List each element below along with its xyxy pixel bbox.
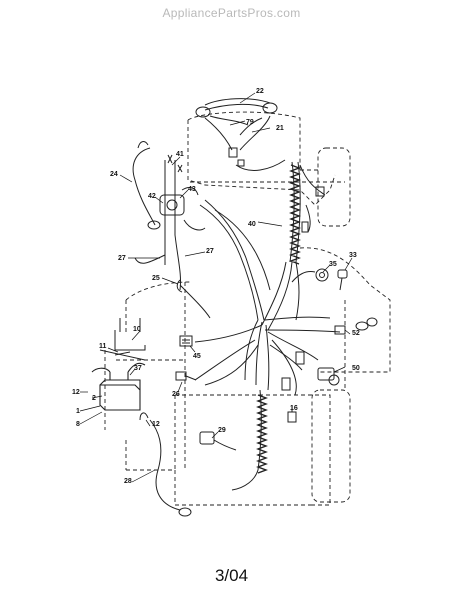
coiled-harness-upper [289,164,301,265]
main-harness [194,159,341,491]
callout-45: 45 [193,353,201,360]
ground-cable-25 [176,279,211,319]
callout-12-left: 12 [72,389,80,396]
callout-42: 42 [148,193,156,200]
headlight-harness [195,98,278,167]
callout-29: 29 [218,427,226,434]
callout-labels: 22 79 21 41 24 43 42 40 27 27 35 33 25 1… [72,88,360,485]
page-number: 3/04 [214,566,249,585]
connector-40-plug [301,186,325,233]
callout-21: 21 [276,125,284,132]
callout-33: 33 [349,252,357,259]
leader-lines [79,92,353,483]
callout-41: 41 [176,151,184,158]
callout-79: 79 [246,119,254,126]
callout-37: 37 [134,365,142,372]
connector-26 [175,371,197,381]
callout-27-right: 27 [206,248,214,255]
callout-40: 40 [248,221,256,228]
callout-26: 26 [172,391,180,398]
solenoid-assembly [134,154,206,291]
callout-43: 43 [188,186,196,193]
callout-35: 35 [329,261,337,268]
battery-holddown [99,318,146,361]
callout-12-right: 12 [152,421,160,428]
callout-28: 28 [124,478,132,485]
seat-switch-plug [281,351,305,391]
tractor-outline [104,111,391,506]
switch-29 [199,431,237,451]
callout-2: 2 [92,395,96,402]
callout-22: 22 [256,88,264,95]
watermark: AppliancePartsPros.com [162,6,301,20]
callout-11: 11 [99,343,107,350]
ignition-switch-35 [291,268,329,283]
battery-cable-28 [139,412,192,517]
coiled-harness-lower [256,394,268,474]
callout-52: 52 [352,330,360,337]
callout-10: 10 [133,326,141,333]
switch-50 [317,367,340,386]
callout-1: 1 [76,408,80,415]
callout-25: 25 [152,275,160,282]
connector-45 [179,335,193,347]
callout-27-left: 27 [118,255,126,262]
callout-50: 50 [352,365,360,372]
callout-16: 16 [290,405,298,412]
callout-8: 8 [76,421,80,428]
connector-33 [337,269,348,291]
battery-cable-upper [132,141,161,230]
battery [91,362,146,411]
callout-24: 24 [110,171,118,178]
